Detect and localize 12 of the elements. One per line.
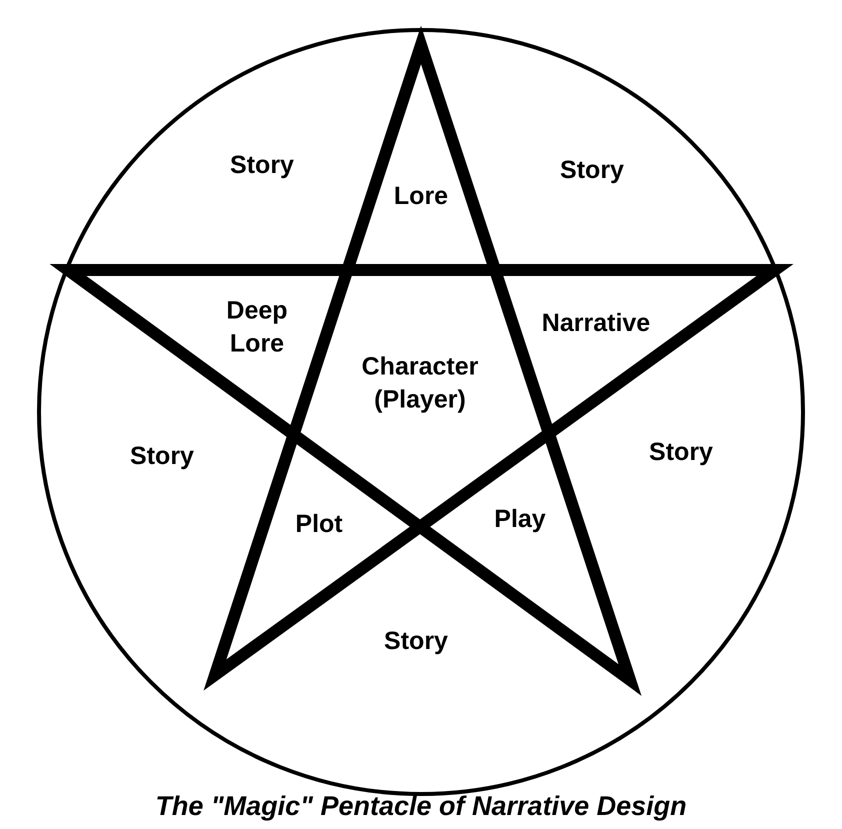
region-label: Plot [295, 508, 343, 540]
region-label: Narrative [542, 308, 650, 339]
region-label: Story [230, 150, 294, 181]
region-label: Story [560, 154, 624, 186]
region-label: Story [384, 626, 448, 657]
region-label: Character (Player) [360, 352, 480, 415]
caption: The "Magic" Pentacle of Narrative Design [155, 791, 687, 822]
region-label: Deep Lore [225, 296, 289, 359]
region-label: Story [649, 436, 713, 468]
region-label: Story [130, 440, 194, 472]
region-label: Lore [394, 180, 448, 212]
region-label: Play [494, 504, 546, 535]
